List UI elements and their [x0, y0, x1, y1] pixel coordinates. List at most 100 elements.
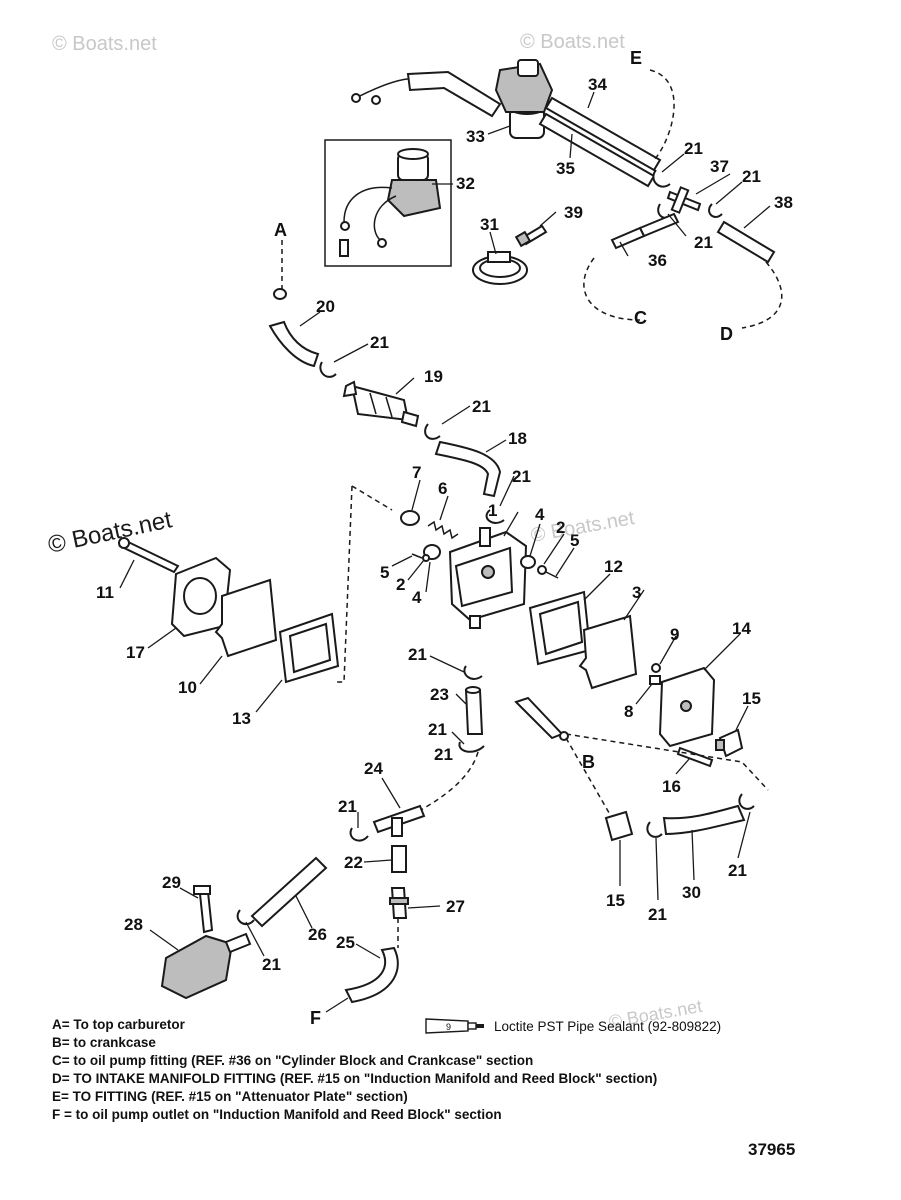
tee-24	[372, 804, 426, 837]
callout-17: 17	[126, 643, 145, 662]
callout-37: 37	[710, 157, 729, 176]
callout-16: 16	[662, 777, 681, 796]
fitting-27	[389, 887, 409, 919]
diaphragm-3	[578, 614, 638, 690]
callout-5: 5	[570, 531, 579, 550]
route-letter-b: B	[582, 752, 595, 772]
legend: A= To top carburetor B= to crankcase C= …	[52, 1016, 812, 1124]
callout-10: 10	[178, 678, 197, 697]
gasket-10	[214, 578, 278, 658]
clamp-21-23	[458, 741, 485, 753]
callout-4: 4	[412, 588, 422, 607]
clamp-21-e	[652, 169, 671, 188]
bracket-line-top	[351, 485, 393, 511]
watermark: © Boats.net	[520, 31, 625, 53]
cover-14	[658, 666, 716, 748]
callout-2: 2	[396, 575, 405, 594]
clamp-21-19	[424, 423, 441, 440]
hose-20	[268, 288, 320, 368]
diaphragm-parts-4-2-5-left	[411, 544, 441, 562]
route-letter-a: A	[274, 220, 287, 240]
callout-34: 34	[588, 75, 607, 94]
callout-5: 5	[380, 563, 389, 582]
callout-labels: 1 2 2 3 4 4 5 5 6 7 8 9 10 11 12 13 14 1…	[96, 75, 793, 974]
clamp-21-24	[349, 827, 369, 842]
bracket-31	[472, 251, 528, 285]
callout-6: 6	[438, 479, 447, 498]
callout-14: 14	[732, 619, 751, 638]
callout-21: 21	[742, 167, 761, 186]
sealant-tube-mark	[514, 696, 569, 741]
fitting-37	[666, 186, 702, 214]
callout-33: 33	[466, 127, 485, 146]
callout-20: 20	[316, 297, 335, 316]
legend-line: B= to crankcase	[52, 1035, 156, 1050]
clamp-21-30-left	[646, 821, 663, 838]
clamp-21-right	[708, 203, 723, 218]
callout-22: 22	[344, 853, 363, 872]
callout-21: 21	[408, 645, 427, 664]
callout-21: 21	[648, 905, 667, 924]
callout-24: 24	[364, 759, 383, 778]
callout-32: 32	[456, 174, 475, 193]
pump-body-1	[448, 527, 528, 629]
callout-35: 35	[556, 159, 575, 178]
route-letter-d: D	[720, 324, 733, 344]
legend-line: E= TO FITTING (REF. #15 on "Attenuator P…	[52, 1089, 408, 1104]
bracket-line	[334, 485, 353, 683]
callout-19: 19	[424, 367, 443, 386]
hose-26	[250, 856, 328, 928]
watermark: © Boats.net	[52, 33, 157, 55]
gasket-12	[528, 590, 592, 666]
route-e	[649, 69, 675, 161]
watermark: © Boats.net	[529, 507, 636, 547]
callout-8: 8	[624, 702, 633, 721]
callout-25: 25	[336, 933, 355, 952]
callout-12: 12	[604, 557, 623, 576]
callout-7: 7	[412, 463, 421, 482]
screw-11	[118, 537, 180, 574]
plate-17	[170, 556, 232, 638]
clamp-21-20	[319, 361, 337, 378]
callout-2: 2	[556, 518, 565, 537]
callout-28: 28	[124, 915, 143, 934]
callout-1: 1	[488, 501, 497, 520]
washer-9-screw-8	[649, 663, 661, 685]
route-letter-e: E	[630, 48, 642, 68]
route-d	[741, 261, 783, 329]
diaphragm-parts-4-2-5-right	[520, 555, 559, 579]
callout-15: 15	[606, 891, 625, 910]
hose-25	[344, 946, 399, 1004]
screw-39	[514, 224, 548, 248]
sealant-tube-label: 9	[446, 1022, 451, 1032]
callout-21: 21	[694, 233, 713, 252]
callout-4: 4	[535, 505, 545, 524]
callout-31: 31	[480, 215, 499, 234]
tube-35	[538, 112, 656, 188]
callout-21: 21	[428, 720, 447, 739]
legend-line: F = to oil pump outlet on "Induction Man…	[52, 1107, 502, 1122]
sealant-tube-icon: 9	[425, 1018, 484, 1034]
hose-22	[391, 845, 407, 873]
fitting-15-right	[715, 728, 744, 758]
callout-21: 21	[338, 797, 357, 816]
fuel-filter-19	[342, 380, 420, 428]
callout-27: 27	[446, 897, 465, 916]
solenoid-28	[160, 932, 252, 1000]
callout-29: 29	[162, 873, 181, 892]
callout-13: 13	[232, 709, 251, 728]
inset-box-32	[324, 139, 452, 267]
route-letter-c: C	[634, 308, 647, 328]
hose-18	[434, 440, 502, 498]
legend-line: A= To top carburetor	[52, 1017, 185, 1032]
callout-3: 3	[632, 583, 641, 602]
sealant-note: 9 Loctite PST Pipe Sealant (92-809822)	[424, 1017, 721, 1035]
callout-36: 36	[648, 251, 667, 270]
callout-30: 30	[682, 883, 701, 902]
clamp-21-26	[236, 909, 255, 926]
callout-9: 9	[670, 625, 679, 644]
tube-34	[544, 96, 662, 172]
hose-30	[662, 804, 746, 836]
route-letter-f: F	[310, 1008, 321, 1028]
